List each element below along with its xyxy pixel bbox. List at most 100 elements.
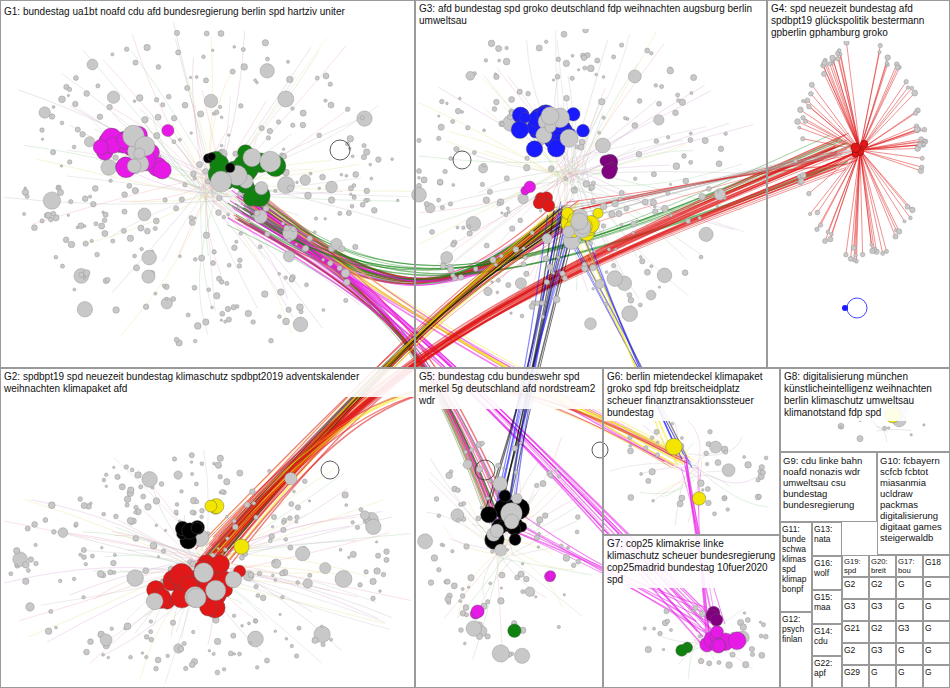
vertex-dot <box>60 121 64 125</box>
vertex-dot <box>220 144 223 147</box>
vertex-dot <box>162 284 165 287</box>
vertex-dot <box>803 119 807 123</box>
vertex-dot <box>437 179 443 185</box>
vertex-dot <box>174 471 182 479</box>
vertex-dot <box>220 319 222 321</box>
vertex-dot <box>352 195 356 199</box>
vertex-dot <box>187 588 206 607</box>
edge-line <box>105 578 206 655</box>
group-label: G4: spd neuezeit bundestag afd spdbpt19 … <box>768 1 949 41</box>
bundled-edge <box>575 150 851 222</box>
vertex-dot <box>506 207 509 210</box>
vertex-dot <box>540 481 546 487</box>
vertex-dot <box>211 171 232 192</box>
bundled-edge <box>494 215 548 516</box>
vertex-dot <box>920 156 924 160</box>
vertex-dot <box>437 198 441 202</box>
vertex-dot <box>171 116 177 122</box>
vertex-dot <box>645 646 651 652</box>
vertex-dot <box>496 291 499 294</box>
bundled-edge <box>215 153 856 557</box>
vertex-dot <box>200 508 205 513</box>
vertex-dot <box>127 159 141 173</box>
vertex-dot <box>440 99 445 104</box>
vertex-dot <box>114 514 119 519</box>
vertex-dot <box>488 40 495 47</box>
vertex-dot <box>217 455 223 461</box>
edge-line <box>577 151 693 183</box>
self-loop <box>330 140 350 160</box>
vertex-dot <box>682 270 688 276</box>
vertex-dot <box>289 501 294 506</box>
vertex-dot <box>359 508 363 512</box>
vertex-dot <box>563 60 569 66</box>
vertex-dot <box>225 306 230 311</box>
vertex-dot <box>571 187 577 193</box>
vertex-dot <box>296 181 299 184</box>
vertex-dot <box>483 197 490 204</box>
edge-line <box>131 196 211 202</box>
vertex-dot <box>507 210 510 213</box>
vertex-dot <box>324 218 327 221</box>
vertex-dot <box>96 84 100 88</box>
vertex-dot <box>155 114 161 120</box>
vertex-dot <box>417 169 422 174</box>
vertex-dot <box>174 206 179 211</box>
vertex-dot <box>730 652 735 657</box>
vertex-dot <box>656 441 659 444</box>
vertex-dot <box>159 482 164 487</box>
vertex-dot <box>669 183 671 185</box>
vertex-dot <box>308 573 312 577</box>
vertex-dot <box>364 149 370 155</box>
vertex-dot <box>77 302 92 317</box>
vertex-dot <box>226 537 230 541</box>
vertex-dot <box>640 259 645 264</box>
vertex-dot <box>198 111 204 117</box>
vertex-dot <box>897 229 902 234</box>
vertex-dot <box>295 243 297 245</box>
vertex-dot <box>526 91 531 96</box>
vertex-dot <box>679 495 685 501</box>
vertex-dot <box>658 631 663 636</box>
vertex-dot <box>451 509 464 522</box>
edge-line <box>854 150 860 260</box>
vertex-dot <box>217 195 223 201</box>
vertex-dot <box>79 272 84 277</box>
vertex-dot <box>500 587 502 589</box>
bundled-edge <box>208 140 838 568</box>
vertex-dot <box>499 490 511 502</box>
vertex-dot <box>472 151 476 155</box>
edge-line <box>211 38 326 196</box>
vertex-dot <box>203 78 208 83</box>
edge-line <box>444 539 510 618</box>
bundled-edge <box>213 165 838 538</box>
vertex-dot <box>266 57 270 61</box>
vertex-dot <box>593 250 595 252</box>
vertex-dot <box>73 76 78 81</box>
vertex-dot <box>654 139 659 144</box>
vertex-dot <box>274 579 277 582</box>
vertex-dot <box>490 524 503 537</box>
vertex-dot <box>178 646 184 652</box>
vertex-dot <box>801 137 805 141</box>
vertex-dot <box>281 595 285 599</box>
vertex-dot <box>578 144 584 150</box>
vertex-dot <box>63 237 69 243</box>
vertex-dot <box>195 500 199 504</box>
vertex-dot <box>352 184 356 188</box>
vertex-dot <box>145 504 152 511</box>
vertex-dot <box>271 526 274 529</box>
vertex-dot <box>815 210 820 215</box>
vertex-dot <box>458 97 461 100</box>
vertex-dot <box>717 660 721 664</box>
vertex-dot <box>208 153 216 161</box>
vertex-dot <box>174 644 183 653</box>
vertex-dot <box>67 94 69 96</box>
vertex-dot <box>363 520 366 523</box>
vertex-dot <box>134 148 145 159</box>
vertex-dot <box>51 211 56 216</box>
vertex-dot <box>235 240 238 243</box>
vertex-dot <box>132 188 138 194</box>
vertex-dot <box>80 132 86 138</box>
vertex-dot <box>208 649 211 652</box>
